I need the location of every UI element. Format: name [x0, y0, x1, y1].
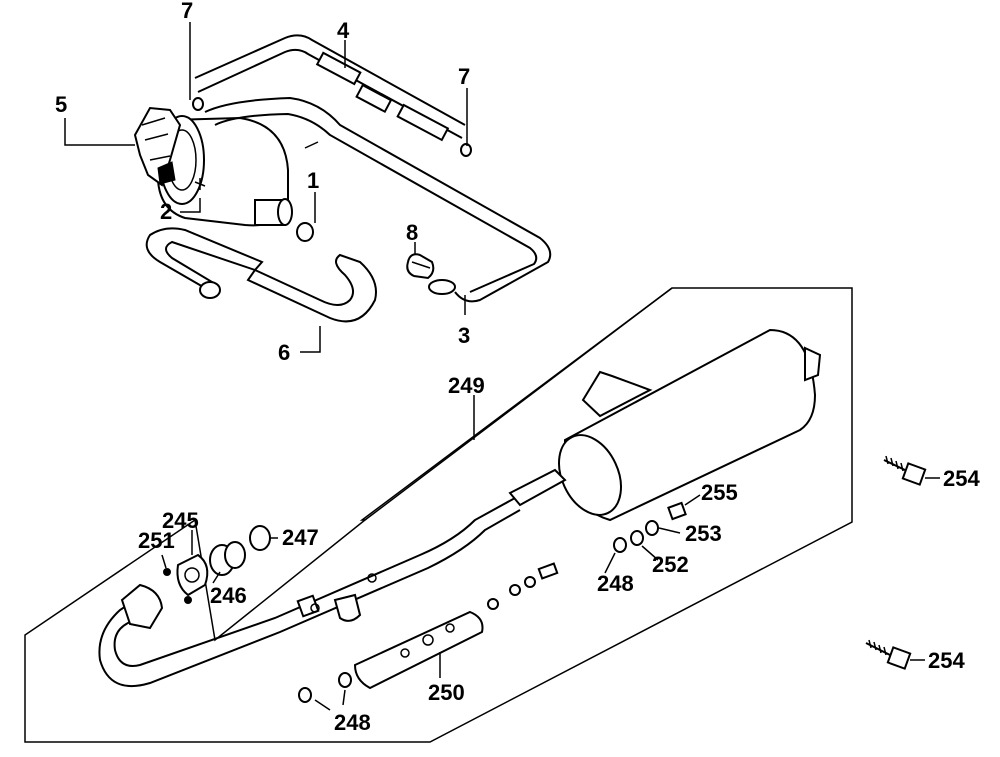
callout-254-lower: 254: [928, 648, 965, 673]
exhaust-pipe: [98, 497, 521, 688]
callout-245: 245: [162, 508, 199, 533]
hose-4: [192, 34, 472, 157]
muffler-bracket: [581, 370, 653, 418]
callout-251: 251: [138, 528, 175, 553]
nut-251: [163, 568, 171, 576]
callout-2: 2: [160, 199, 172, 224]
bolt-254-upper: [883, 455, 927, 486]
callout-5: 5: [55, 92, 67, 117]
callout-249: 249: [448, 373, 485, 398]
callout-1: 1: [307, 168, 319, 193]
pipe-3: [204, 96, 552, 303]
callout-248-right: 248: [597, 571, 634, 596]
callout-252: 252: [652, 552, 689, 577]
inlet-elbow: [133, 106, 182, 187]
callout-253: 253: [685, 521, 722, 546]
exhaust-flange: [120, 583, 164, 630]
callout-247: 247: [282, 525, 319, 550]
exhaust-outline-box: [24, 287, 853, 743]
callout-250: 250: [428, 680, 465, 705]
leader-lines: [64, 22, 940, 711]
elbow-clamp: [157, 161, 176, 185]
callout-248-bottom: 248: [334, 710, 371, 735]
heat-shield: [353, 610, 484, 690]
callout-7-right: 7: [458, 64, 470, 89]
callout-246: 246: [210, 583, 247, 608]
hose-6-body: [145, 227, 264, 290]
hose-6: [145, 227, 377, 323]
hardware: [163, 501, 687, 703]
callout-254-upper: 254: [943, 466, 980, 491]
bolt-254-lower: [865, 639, 912, 670]
callout-255: 255: [701, 480, 738, 505]
callout-6: 6: [278, 340, 290, 365]
callout-8: 8: [406, 220, 418, 245]
pipe-3-end: [428, 279, 456, 295]
clamp-1: [296, 222, 314, 242]
callout-4: 4: [337, 18, 350, 43]
callout-7-top: 7: [181, 0, 193, 23]
muffler: [508, 328, 822, 522]
callout-3: 3: [458, 323, 470, 348]
clamp-8: [406, 253, 435, 280]
canister-assembly: [133, 106, 319, 227]
callout-labels: 7 4 7 5 1 2 8 3 6 249 245 251 246 247 25…: [55, 0, 980, 735]
